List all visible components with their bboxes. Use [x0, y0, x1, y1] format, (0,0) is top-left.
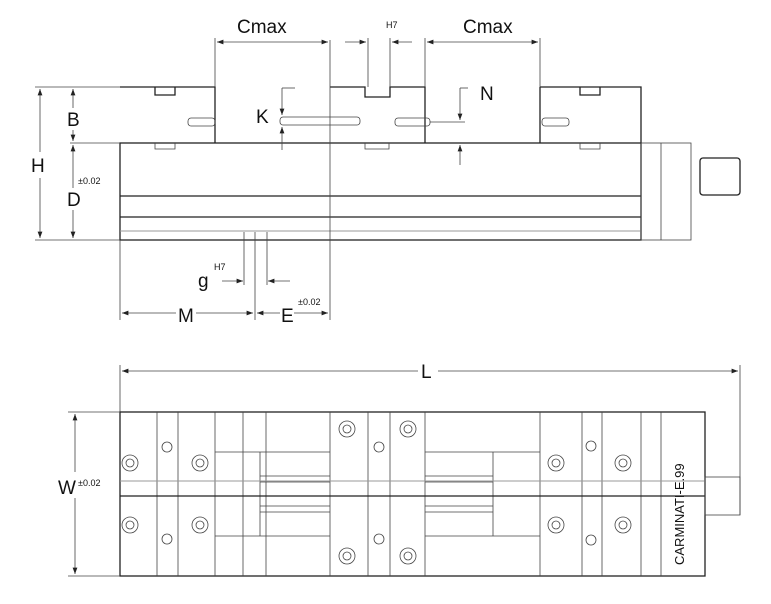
- n-label: N: [480, 84, 494, 105]
- end-cap: [640, 142, 692, 241]
- brand-marking: CARMINATI-E.99: [672, 463, 687, 565]
- e-label: E: [281, 306, 294, 327]
- h-label: H: [31, 156, 45, 177]
- pin: [187, 117, 216, 127]
- vise-body-top: [119, 411, 706, 577]
- center-jaw: [330, 86, 426, 143]
- k-label: K: [256, 107, 269, 128]
- bolt-icons: [121, 420, 632, 565]
- w-tolerance-label: ±0.02: [78, 478, 100, 488]
- e-tolerance-label: ±0.02: [298, 297, 320, 307]
- front-view: Cmax Cmax H7 K N H B D ±0.02 g H7: [28, 17, 741, 327]
- slot-tolerance-label: H7: [386, 20, 398, 30]
- d-tolerance-label: ±0.02: [78, 176, 100, 186]
- cmax-left-label: Cmax: [237, 17, 287, 38]
- pin: [279, 116, 361, 126]
- d-label: D: [67, 190, 81, 211]
- vise-body: [119, 142, 642, 241]
- right-jaw: [539, 86, 642, 143]
- adjustment-knob-icon: [699, 157, 741, 196]
- adjustment-knob-icon: [704, 476, 741, 516]
- g-tolerance-label: H7: [214, 262, 226, 272]
- m-label: M: [178, 306, 194, 327]
- g-label: g: [198, 271, 209, 292]
- b-label: B: [67, 110, 80, 131]
- left-jaw: [120, 86, 216, 143]
- l-label: L: [421, 362, 432, 383]
- top-view: L: [58, 360, 741, 577]
- cmax-right-label: Cmax: [463, 17, 513, 38]
- pin: [541, 117, 570, 127]
- w-label: W: [58, 478, 76, 499]
